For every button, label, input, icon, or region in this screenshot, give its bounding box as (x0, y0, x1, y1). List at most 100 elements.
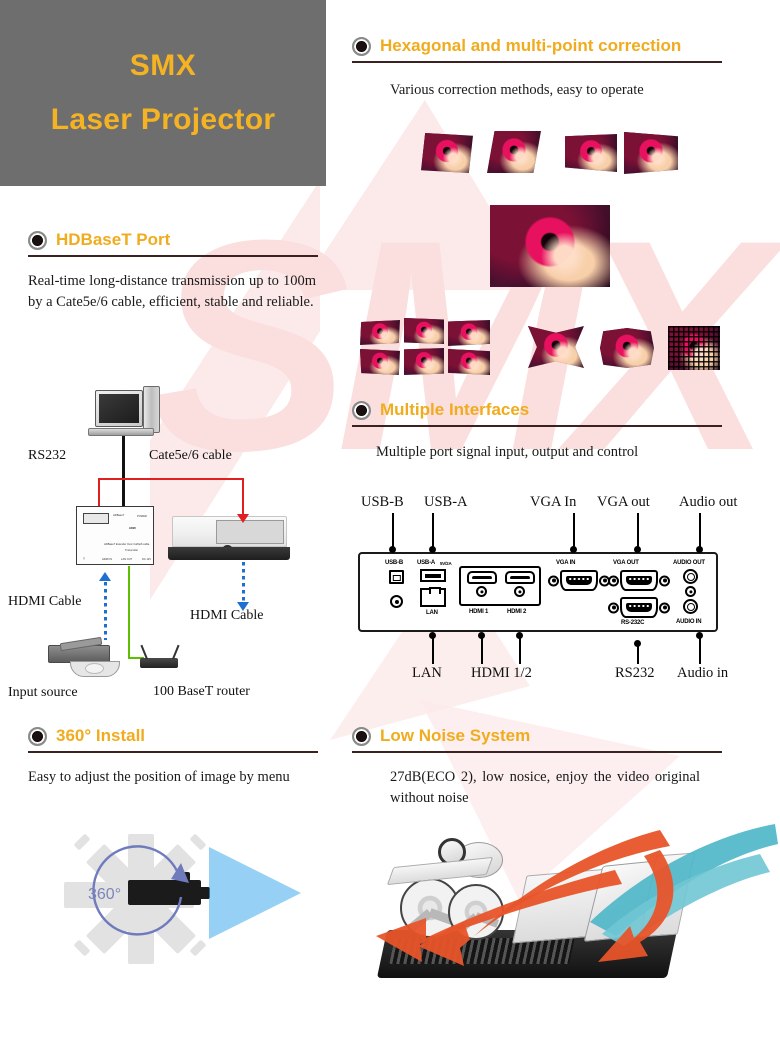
lan-cable (128, 566, 131, 659)
callout-dot (429, 632, 436, 639)
panel-label-vga-out: VGA OUT (613, 560, 639, 566)
hot-airflow-arrow (376, 830, 670, 966)
lan-port (420, 587, 446, 607)
transmitter-text: HDBaseT Extender Over Cat5e/6 cable (104, 543, 150, 546)
panel-label-lan: LAN (426, 610, 438, 616)
callout-lead (637, 513, 639, 549)
callout-usb-a: USB-A (424, 494, 468, 510)
callout-lead (432, 636, 434, 664)
panel-label-vga-in: VGA IN (556, 560, 576, 566)
callout-dot (696, 632, 703, 639)
correction-tile (360, 349, 400, 375)
section-360-install: 360° Install Easy to adjust the position… (28, 726, 328, 788)
correction-tile (565, 134, 617, 172)
label-router: 100 BaseT router (153, 684, 250, 699)
panel-label-usb-b: USB-B (385, 560, 403, 566)
product-name: Laser Projector (50, 103, 276, 136)
transmitter-text: POWER (137, 515, 147, 518)
section-low-noise-head: Low Noise System (352, 726, 764, 746)
projector-port-panel (216, 520, 284, 544)
panel-label-usb-a: USB-A (417, 560, 435, 566)
correction-tile (360, 320, 400, 345)
section-low-noise: Low Noise System 27dB(ECO 2), low nosice… (352, 726, 764, 810)
section-hdbaset: HDBaseT Port Real-time long-distance tra… (28, 230, 328, 314)
callout-dot (696, 546, 703, 553)
callout-dot (429, 546, 436, 553)
callout-dot (516, 632, 523, 639)
panel-label-rs232c: RS-232C (621, 620, 645, 626)
hdmi2-port (505, 571, 535, 584)
filled-circle-icon (352, 400, 371, 420)
vga-out-screw-left (608, 575, 619, 586)
label-hdmi-cable-left: HDMI Cable (8, 594, 82, 609)
transmitter-text: Transmitter (125, 549, 139, 552)
section-interfaces-title: Multiple Interfaces (380, 400, 530, 419)
hdmi-cable-right (242, 548, 245, 604)
callout-dot (634, 546, 641, 553)
callout-lead (699, 513, 701, 549)
hdmi-arrow-down (237, 602, 249, 611)
cat-cable-arrow (237, 514, 249, 523)
label-rs232: RS232 (28, 448, 67, 463)
rs232c-port (608, 597, 670, 618)
transmitter-text: HDMI (129, 527, 136, 530)
section-divider (28, 751, 318, 753)
panel-label-hdmi1: HDMI 1 (469, 609, 489, 615)
pc-keyboard (88, 428, 154, 436)
audio-center-screw (685, 586, 696, 597)
callout-lead (432, 513, 434, 549)
vga-in-port (548, 570, 610, 591)
correction-tile (404, 318, 444, 344)
dvd-disc (85, 663, 104, 674)
section-hexagonal: Hexagonal and multi-point correction Var… (352, 36, 764, 101)
section-low-noise-body: 27dB(ECO 2), low nosice, enjoy the video… (390, 769, 700, 807)
section-low-noise-title: Low Noise System (380, 726, 531, 745)
rotation-arrow-icon (92, 845, 189, 936)
hdmi2-screw (514, 586, 525, 597)
callout-dot (478, 632, 485, 639)
correction-tile-grid (668, 326, 720, 370)
section-hdbaset-title: HDBaseT Port (56, 230, 171, 249)
section-interfaces-body: Multiple port signal input, output and c… (376, 444, 639, 460)
hdbaset-transmitter: HDBaseT POWER HDMI HDBaseT Extender Over… (76, 506, 154, 565)
transmitter-text: HDMI IN (102, 558, 112, 561)
section-hdbaset-head: HDBaseT Port (28, 230, 328, 250)
brand-name: SMX (129, 49, 197, 82)
callout-vga-out: VGA out (597, 494, 650, 510)
panel-label-hdmi2: HDMI 2 (507, 609, 527, 615)
correction-tile (421, 133, 473, 173)
transmitter-text: | | (83, 557, 86, 560)
section-hexagonal-head: Hexagonal and multi-point correction (352, 36, 764, 56)
audio-in-jack (683, 599, 698, 614)
callout-usb-b: USB-B (361, 494, 404, 510)
projection-beam (209, 847, 301, 939)
section-360-title: 360° Install (56, 726, 146, 745)
vga-out-connector (620, 570, 658, 591)
section-360-head: 360° Install (28, 726, 328, 746)
hdmi1-screw (476, 586, 487, 597)
correction-tile (487, 131, 541, 173)
callout-audio-in: Audio in (677, 665, 729, 681)
transmitter-display (83, 513, 109, 524)
label-input-source: Input source (8, 685, 78, 700)
callout-lead (481, 636, 483, 664)
cat-cable (242, 478, 245, 516)
panel-label-audio-out: AUDIO OUT (673, 560, 705, 566)
correction-tile (404, 348, 444, 375)
section-360-body: Easy to adjust the position of image by … (28, 769, 290, 785)
usb-b-port (389, 570, 404, 584)
correction-reference-image (490, 205, 610, 287)
filled-circle-icon (28, 726, 47, 746)
projector-silhouette (128, 880, 201, 905)
correction-tile (624, 132, 678, 174)
pc-monitor (95, 390, 143, 427)
rs232c-screw-left (608, 602, 619, 613)
pc-tower (143, 386, 160, 433)
audio-out-jack (683, 569, 698, 584)
transmitter-text: DC 12V (142, 558, 152, 561)
dc-power-port (390, 595, 403, 608)
usb-a-port (420, 569, 446, 582)
callout-dot (389, 546, 396, 553)
panel-label-usb-a-power: 5V/2A (440, 561, 452, 566)
cool-airflow-arrow (590, 824, 778, 946)
